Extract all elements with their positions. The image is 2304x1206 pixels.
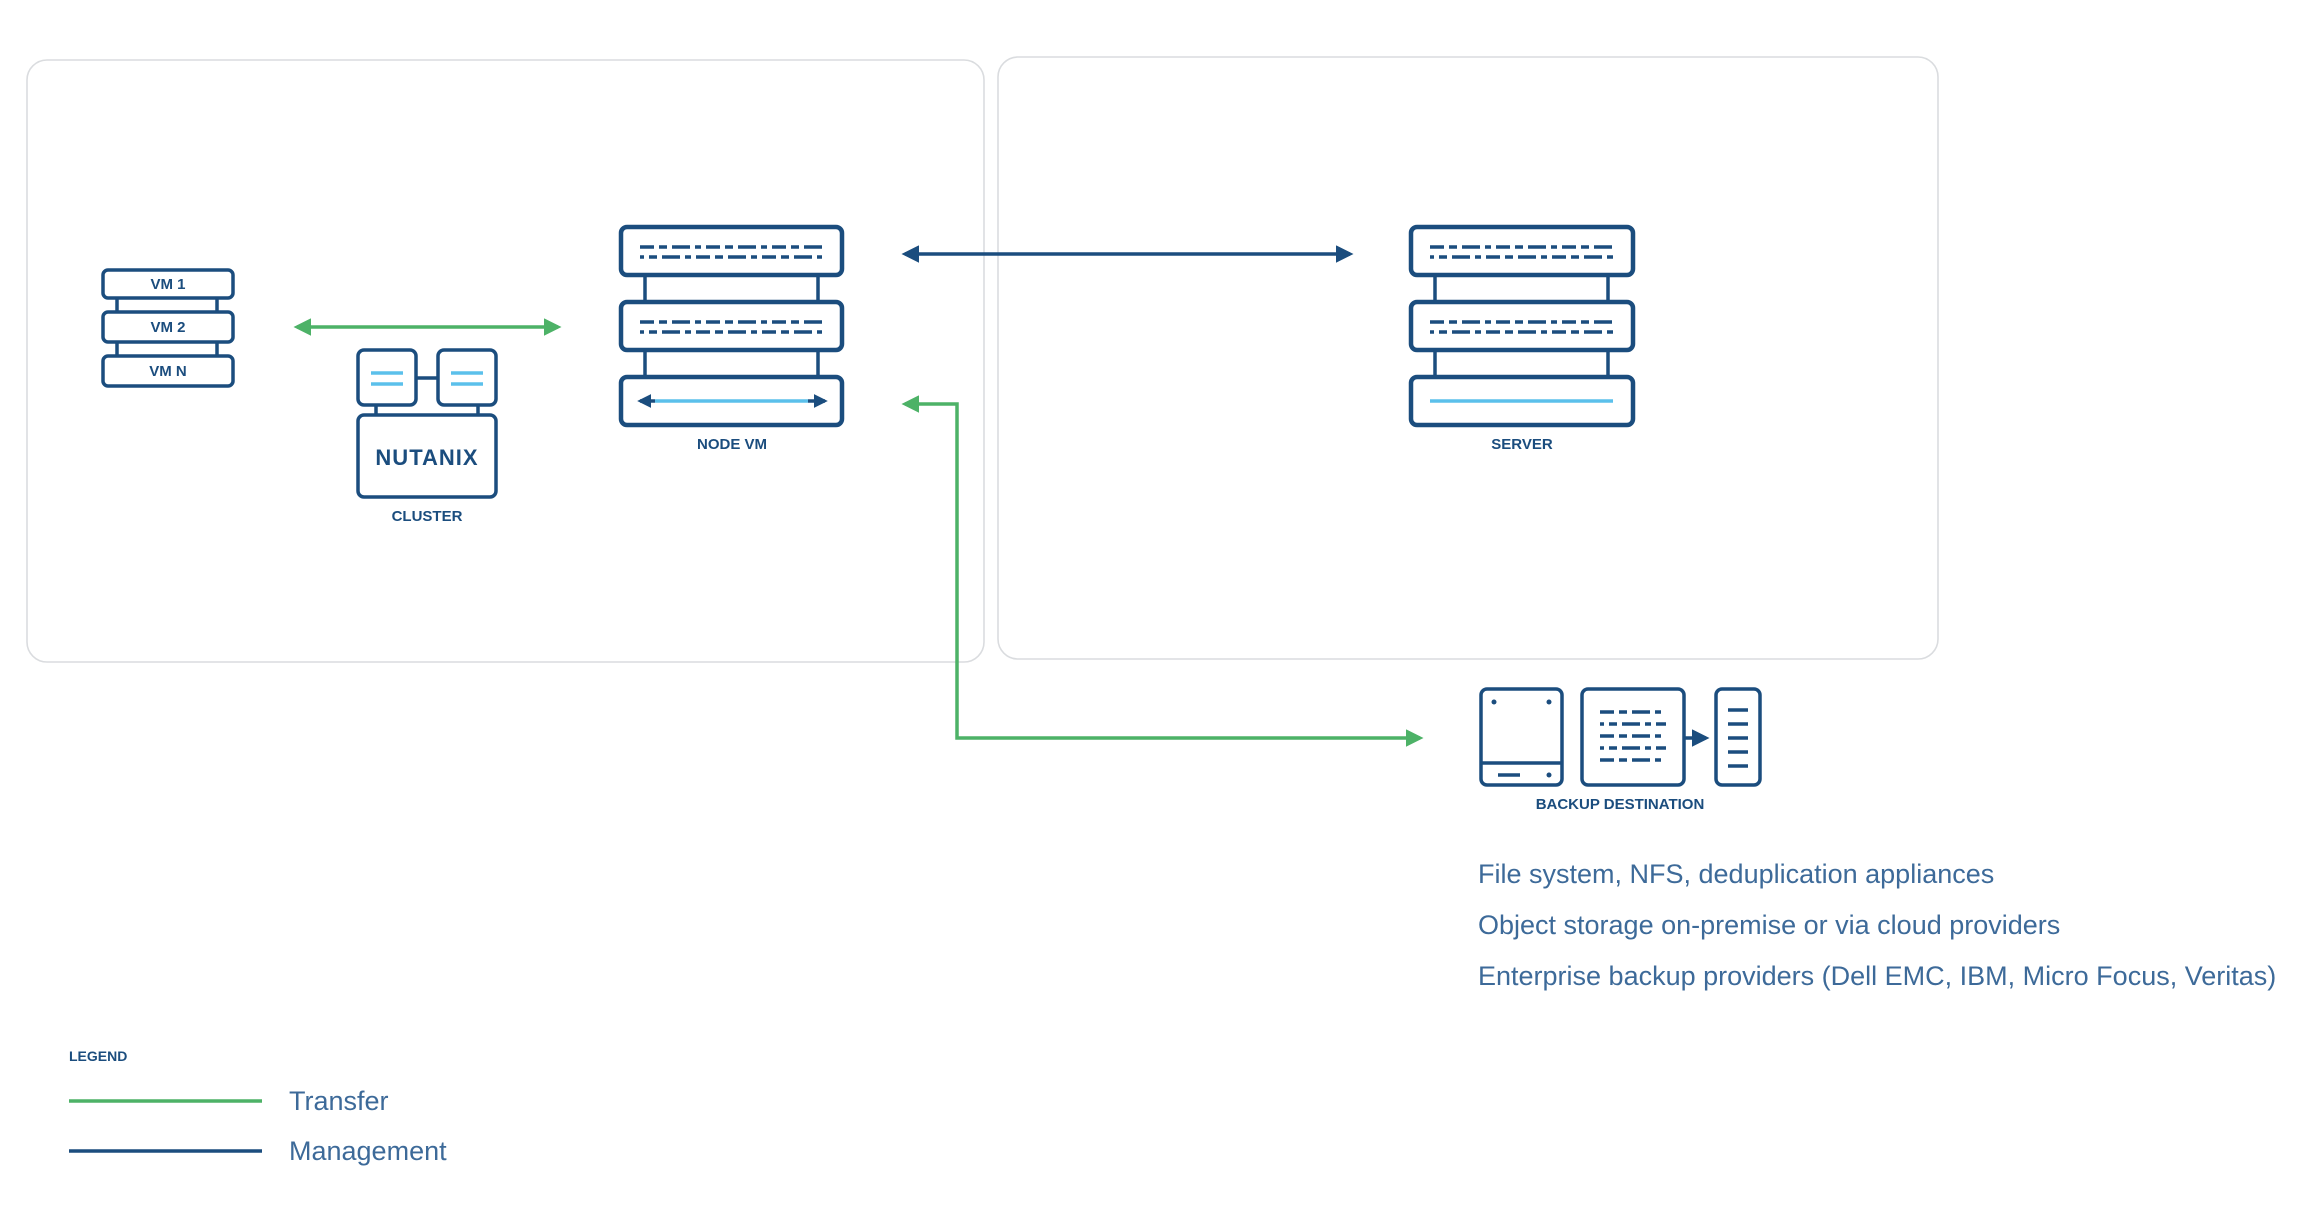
vm-n-box [101, 354, 235, 388]
node-vm-icon [618, 224, 845, 428]
target-site-panel [997, 56, 1939, 660]
cluster-label: CLUSTER [392, 508, 463, 525]
backup-option-1: File system, NFS, deduplication applianc… [1478, 859, 1994, 889]
transfer-arrow-node-to-backup [901, 395, 1424, 747]
node-vm-label: NODE VM [697, 436, 767, 453]
vm-2-label: VM 2 [150, 319, 185, 336]
vm-1-label: VM 1 [150, 276, 185, 293]
server-icon [1408, 224, 1636, 428]
vm-2-box [101, 310, 235, 344]
legend-transfer-label: Transfer [289, 1086, 389, 1116]
vm-n-label: VM N [149, 363, 187, 380]
legend-title: LEGEND [69, 1048, 127, 1064]
vm-stack: VM 1 VM 2 VM N [101, 268, 235, 388]
vm-1-box [101, 268, 235, 300]
backup-option-3: Enterprise backup providers (Dell EMC, I… [1478, 961, 2276, 991]
source-site-panel [26, 59, 985, 663]
nutanix-logo: NUTANIX [375, 445, 478, 470]
server-label: SERVER [1491, 436, 1553, 453]
backup-destination-icon [1479, 687, 1762, 787]
legend: LEGEND Transfer Management [69, 1048, 447, 1166]
legend-management-label: Management [289, 1136, 447, 1166]
backup-option-2: Object storage on-premise or via cloud p… [1478, 910, 2060, 940]
cluster-icon [356, 348, 498, 499]
backup-destination-label: BACKUP DESTINATION [1536, 796, 1705, 813]
